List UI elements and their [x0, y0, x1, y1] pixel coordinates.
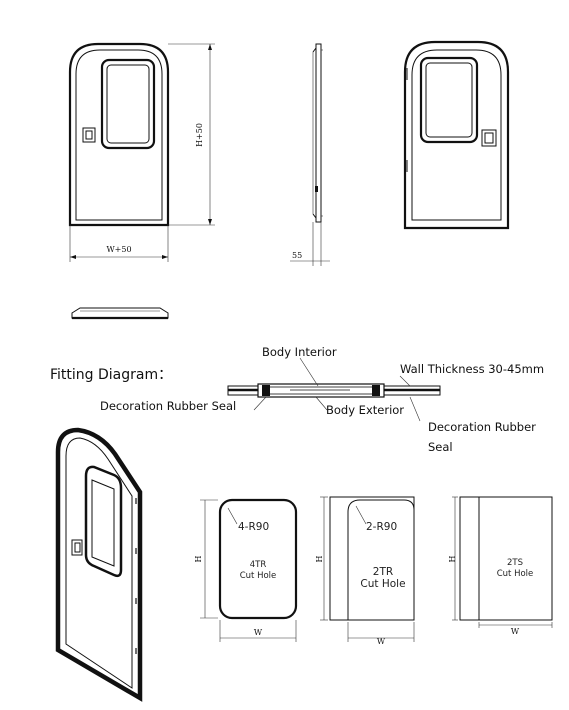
leader-lines — [253, 357, 421, 422]
width-dimension: W+50 — [69, 225, 169, 262]
cutout-4tr-name: 4TR — [250, 560, 267, 570]
depth-label: 55 — [292, 251, 302, 260]
door-perspective-view — [55, 427, 143, 702]
cutout-4tr: H W 4-R90 4TR Cut Hole — [194, 498, 298, 642]
door-front-view — [68, 42, 170, 227]
cutout-2ts-h-label: H — [448, 555, 457, 562]
body-exterior-label: Body Exterior — [326, 403, 404, 417]
cutout-2ts-w-label: W — [511, 627, 520, 636]
cutout-4tr-sub: Cut Hole — [240, 571, 277, 581]
decoration-rubber-seal-right-label-2: Seal — [428, 440, 453, 454]
cutout-2ts-name: 2TS — [507, 558, 523, 568]
decoration-rubber-seal-left-label: Decoration Rubber Seal — [100, 399, 236, 413]
cutout-4tr-h-label: H — [194, 555, 203, 562]
door-top-view — [71, 307, 169, 320]
fitting-diagram-title: Fitting Diagram： — [50, 367, 172, 383]
cutout-2tr-h-label: H — [315, 555, 324, 562]
width-plus-label: W+50 — [106, 245, 131, 254]
cutout-2tr-radius: 2-R90 — [366, 521, 397, 533]
wall-thickness-label: Wall Thickness 30-45mm — [400, 362, 544, 376]
cutout-2ts: H W 2TS Cut Hole — [448, 496, 553, 636]
cutout-2tr-sub: Cut Hole — [360, 578, 405, 590]
cutout-2ts-sub: Cut Hole — [497, 569, 534, 579]
body-interior-label: Body Interior — [262, 345, 337, 359]
cutout-2tr-w-label: W — [377, 637, 386, 646]
height-plus-label: H+50 — [195, 123, 204, 147]
height-dimension: H+50 — [168, 43, 215, 226]
decoration-rubber-seal-right-label: Decoration Rubber — [428, 420, 536, 434]
cutout-2tr-name: 2TR — [373, 566, 393, 578]
depth-dimension: 55 — [290, 222, 330, 266]
cutout-2tr: H W 2-R90 2TR Cut Hole — [315, 496, 415, 646]
cutout-4tr-w-label: W — [254, 628, 263, 637]
door-side-view — [312, 43, 323, 223]
fitting-cross-section — [227, 383, 441, 398]
cutout-4tr-radius: 4-R90 — [238, 521, 269, 533]
door-rear-view — [403, 40, 510, 230]
